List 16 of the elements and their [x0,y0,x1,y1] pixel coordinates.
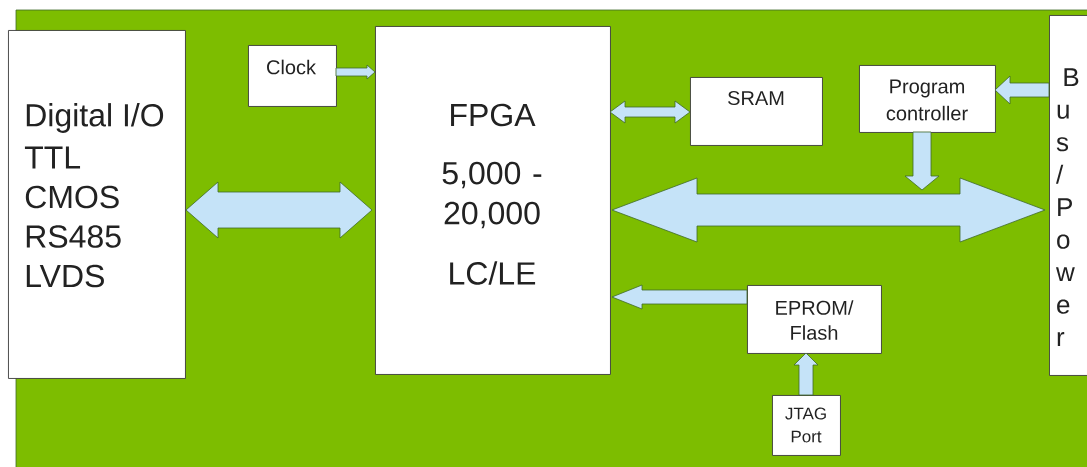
block-box: Clock [248,45,337,107]
block-box: FPGA 5,000 - 20,000 LC/LE [375,26,611,375]
block-box: EPROM/ Flash [747,285,882,354]
block-arrow [611,284,748,310]
block-arrow [793,352,819,396]
block-box: JTAG Port [772,395,841,456]
block-arrow [904,131,940,191]
block-box: SRAM [690,77,823,146]
block-arrow [335,64,376,80]
block-arrow [994,75,1050,105]
block-arrow [611,177,1046,243]
block-box: Digital I/O TTL CMOS RS485 LVDS [8,30,186,379]
block-arrow [185,181,373,239]
block-box: Program controller [859,65,996,133]
block-box: Bus/Power [1049,15,1087,376]
block-arrow [609,100,691,124]
